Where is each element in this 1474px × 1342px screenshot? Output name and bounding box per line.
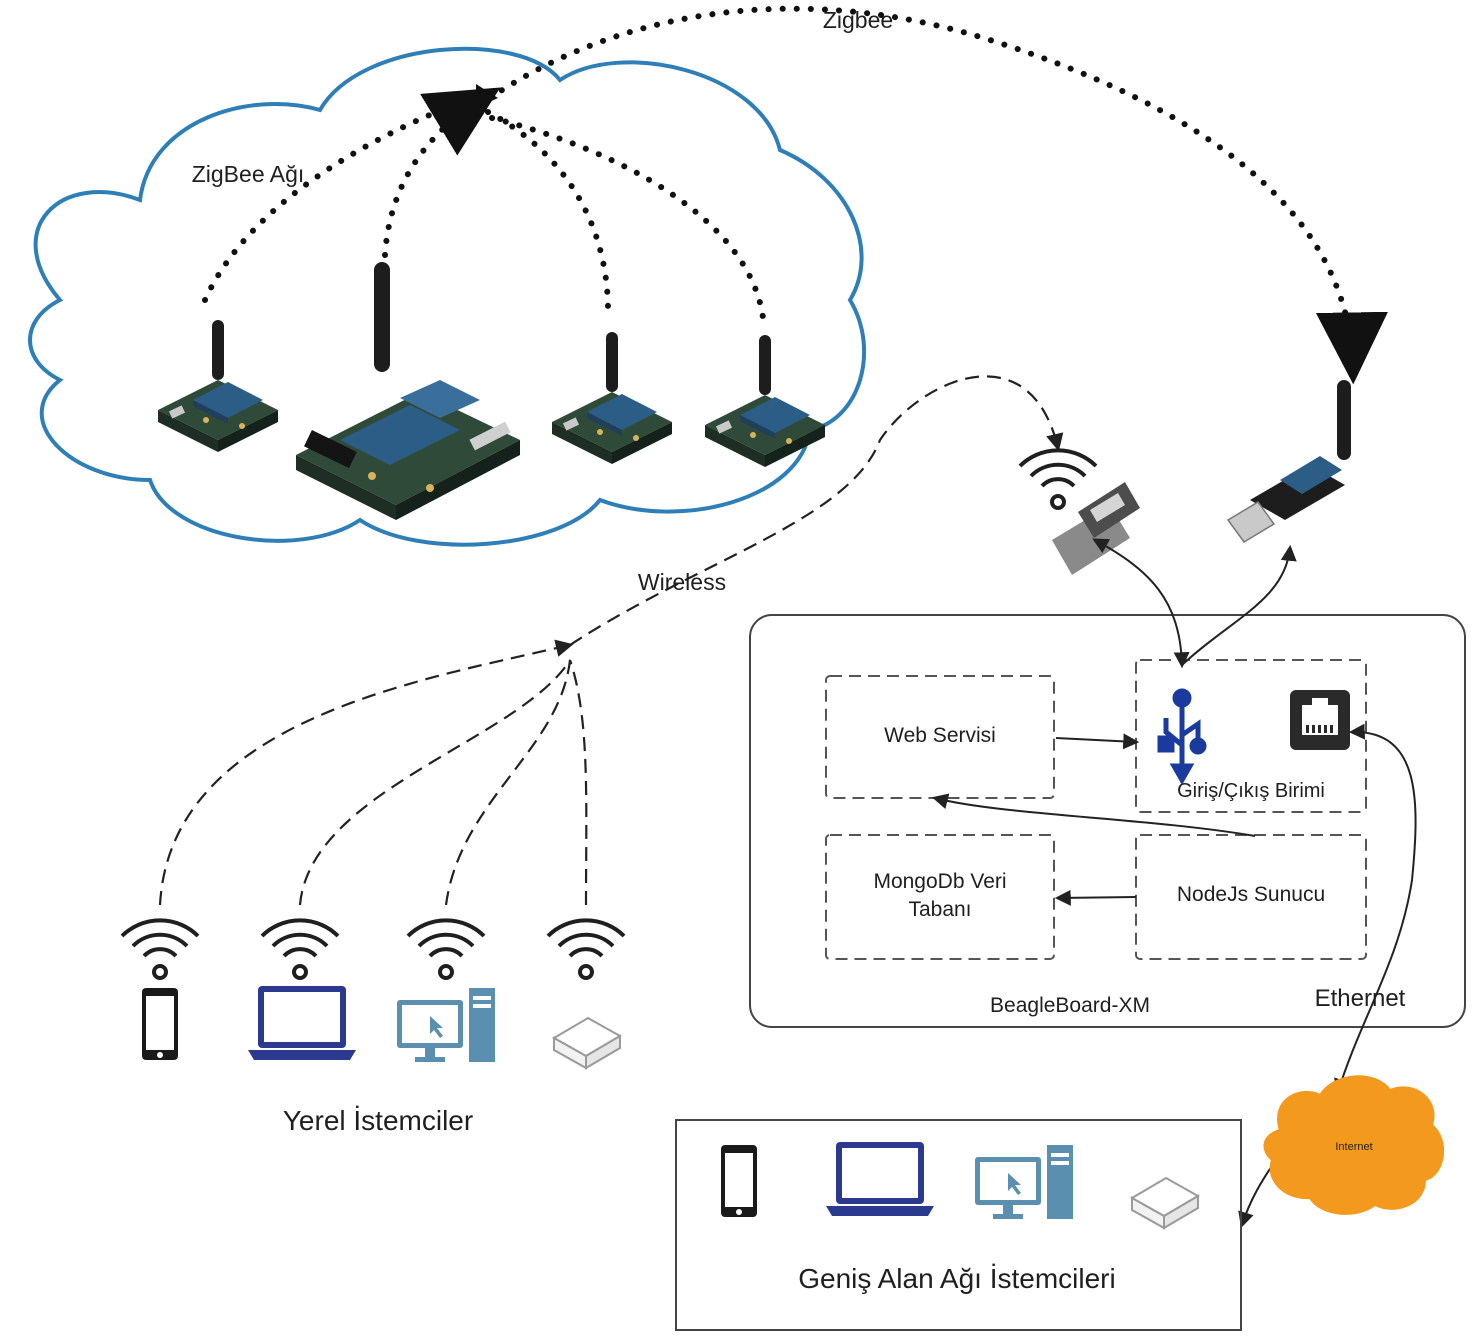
desktop-computer-icon <box>975 1145 1073 1219</box>
nodejs-label: NodeJs Sunucu <box>1177 883 1325 906</box>
smartphone-icon <box>142 988 178 1060</box>
mongodb-label-line1: MongoDb Veri <box>873 870 1006 893</box>
ethernet-port-icon <box>1290 690 1350 750</box>
wireless-label: Wireless <box>638 569 726 595</box>
mongodb-label-line2: Tabanı <box>908 898 971 921</box>
wireless-link <box>569 375 1064 646</box>
wifi-icon <box>546 918 626 980</box>
zigbee-arrowhead <box>476 84 498 108</box>
web-service-label: Web Servisi <box>884 724 996 747</box>
laptop-icon <box>826 1142 934 1216</box>
router-box-icon <box>1131 1177 1199 1229</box>
smartphone-icon <box>721 1145 757 1217</box>
zigbee-usb-dongle-icon <box>1226 380 1351 543</box>
local-client-links <box>158 639 588 906</box>
ethernet-label: Ethernet <box>1315 985 1406 1012</box>
wifi-icon <box>406 918 486 980</box>
desktop-computer-icon <box>397 988 495 1062</box>
local-clients-label: Yerel İstemciler <box>283 1105 473 1136</box>
zigbee-link-label: Zigbee <box>823 7 893 33</box>
zigbee-dotted-links <box>202 5 1388 385</box>
router-box-icon <box>553 1017 621 1069</box>
beagleboard-label: BeagleBoard-XM <box>990 994 1150 1017</box>
wifi-icon <box>260 918 340 980</box>
laptop-icon <box>248 986 356 1060</box>
usb-icon <box>1157 688 1207 786</box>
wifi-dongle-icon <box>1018 448 1140 575</box>
zigbee-coordinator-board <box>296 262 520 520</box>
internet-cloud <box>1263 1075 1445 1215</box>
wifi-icon <box>120 918 200 980</box>
mongodb-box <box>825 834 1055 960</box>
local-clients-group <box>120 918 626 1069</box>
wan-clients-group <box>721 1142 1199 1229</box>
zigbee-network-label: ZigBee Ağı <box>192 161 305 187</box>
wan-clients-container <box>675 1119 1242 1331</box>
wan-clients-label: Geniş Alan Ağı İstemcileri <box>798 1263 1115 1294</box>
internet-label: Internet <box>1335 1141 1372 1153</box>
io-unit-label: Giriş/Çıkış Birimi <box>1177 780 1325 802</box>
